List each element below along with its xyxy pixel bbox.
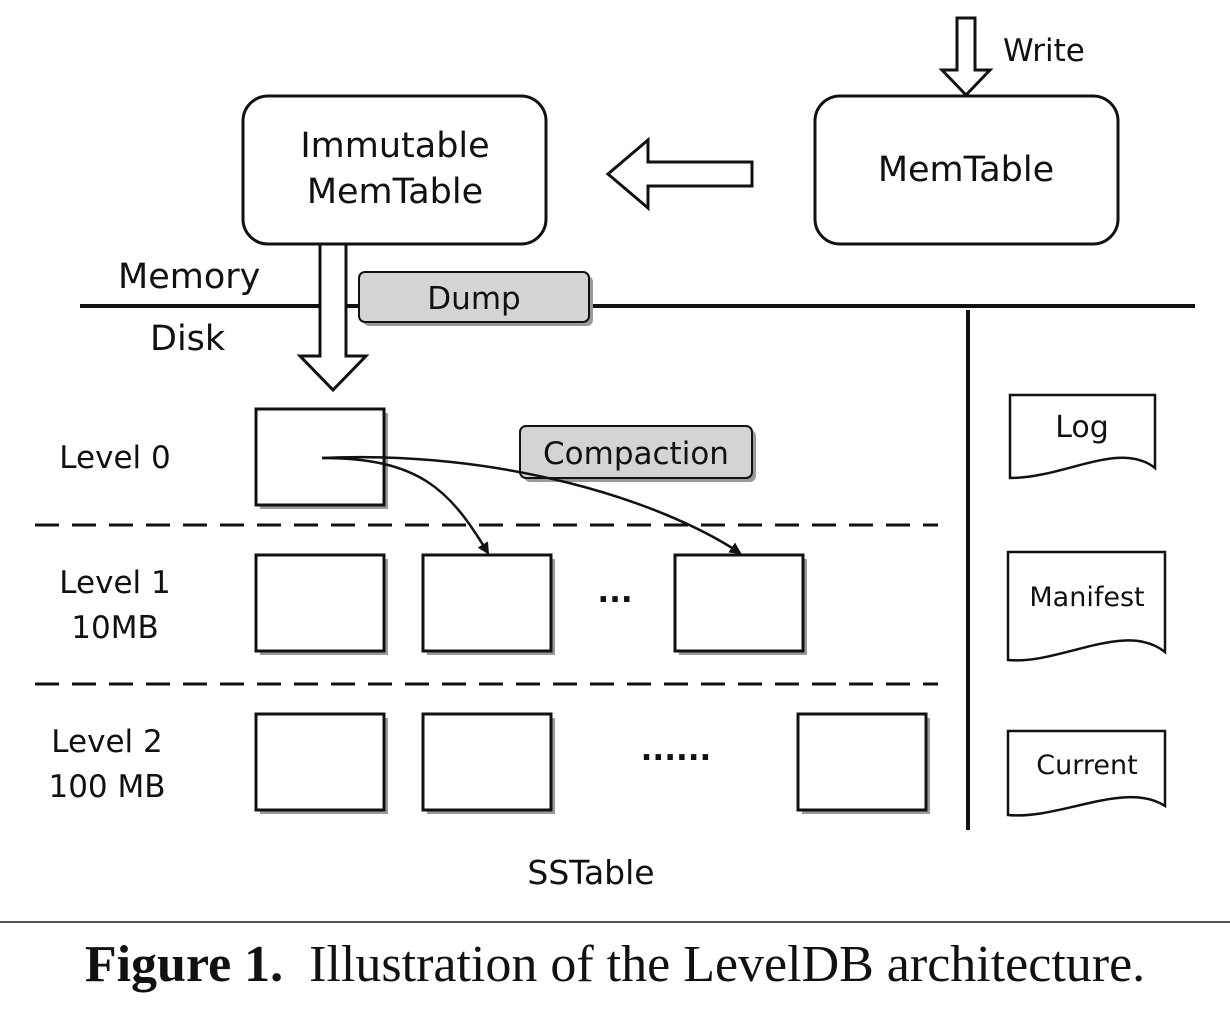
immutable-memtable-box bbox=[241, 94, 548, 246]
sstable-level2 bbox=[796, 712, 928, 812]
dump-label: Dump bbox=[427, 281, 520, 317]
level2-ellipsis: ...... bbox=[641, 732, 712, 768]
log-file: Log bbox=[1008, 393, 1157, 480]
write-label: Write bbox=[1003, 33, 1085, 69]
level1-label-line2: 10MB bbox=[71, 610, 158, 646]
sstable-level1 bbox=[673, 553, 805, 653]
sstable-label: SSTable bbox=[527, 853, 654, 892]
memory-label: Memory bbox=[118, 257, 260, 297]
sstable-level2 bbox=[254, 712, 386, 812]
level1-ellipsis: ... bbox=[597, 574, 632, 610]
level2-label-line2: 100 MB bbox=[48, 769, 165, 805]
current-file: Current bbox=[1006, 729, 1167, 817]
memtable-box bbox=[813, 94, 1120, 246]
dump-arrow bbox=[296, 242, 370, 393]
level0-label: Level 0 bbox=[59, 440, 170, 476]
flush-arrow bbox=[605, 136, 754, 212]
sstable-level1 bbox=[421, 553, 553, 653]
figure-caption-text: Illustration of the LevelDB architecture… bbox=[309, 936, 1146, 993]
figure-caption: Figure 1. Illustration of the LevelDB ar… bbox=[0, 935, 1230, 994]
compaction-arrow-1 bbox=[321, 456, 490, 555]
immutable-label-line1: Immutable bbox=[300, 126, 489, 166]
dump-tag bbox=[358, 271, 590, 323]
compaction-label: Compaction bbox=[543, 436, 729, 472]
level1-label-line1: Level 1 bbox=[59, 565, 170, 601]
figure-number: Figure 1. bbox=[84, 936, 284, 993]
sstable-level1 bbox=[254, 553, 386, 653]
current-label: Current bbox=[1036, 750, 1137, 781]
log-file-shape bbox=[1008, 393, 1157, 480]
manifest-file: Manifest bbox=[1006, 550, 1167, 662]
sstable-level2 bbox=[421, 712, 553, 812]
leveldb-architecture-diagram: Write MemTable Immutable MemTable Memory… bbox=[0, 16, 1230, 923]
level2-label-line1: Level 2 bbox=[51, 724, 162, 760]
compaction-tag bbox=[519, 425, 753, 479]
log-label: Log bbox=[1055, 410, 1109, 445]
memtable-label: MemTable bbox=[878, 150, 1054, 190]
disk-label: Disk bbox=[150, 319, 226, 359]
write-arrow bbox=[938, 16, 994, 98]
manifest-label: Manifest bbox=[1029, 582, 1144, 613]
manifest-file-shape bbox=[1006, 550, 1167, 662]
compaction-arrow-2 bbox=[321, 455, 742, 555]
current-file-shape bbox=[1006, 729, 1167, 817]
immutable-label-line2: MemTable bbox=[307, 172, 483, 212]
